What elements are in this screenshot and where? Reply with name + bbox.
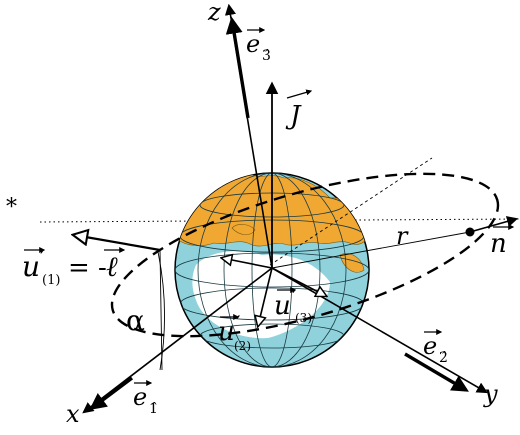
svg-text:2̂: 2̂	[439, 350, 448, 366]
svg-text:′: ′	[236, 311, 241, 335]
u3-vector	[271, 267, 326, 296]
e3-label: e 3̂	[246, 27, 271, 64]
u3-label: u ′ (3)	[274, 285, 312, 325]
z-axis-label: z	[207, 0, 221, 26]
e3-vector	[225, 16, 250, 119]
svg-text:(1): (1)	[42, 273, 60, 288]
alpha-reference-line	[159, 249, 163, 371]
landmass-north	[175, 173, 368, 247]
u1-vector	[74, 235, 161, 252]
u1-label: u ′ (1) = - ℓ	[22, 247, 126, 288]
svg-text:′: ′	[40, 247, 45, 272]
svg-text:1̂: 1̂	[149, 401, 158, 417]
alpha-arc	[157, 251, 165, 371]
svg-text:n: n	[490, 229, 507, 259]
star-label: *	[6, 195, 17, 220]
svg-text:ℓ: ℓ	[106, 250, 118, 283]
u2-label: u ′ (2)	[218, 311, 251, 353]
n-vector	[469, 216, 519, 233]
landmass-patch	[231, 224, 256, 235]
e2-label: e 2̂	[423, 329, 448, 366]
u2-vector	[258, 267, 273, 326]
n-label: n	[490, 224, 515, 259]
e2-vector	[404, 352, 469, 392]
svg-text:J: J	[285, 101, 302, 131]
svg-text:(2): (2)	[234, 339, 251, 353]
e1-label: e 1̂	[133, 380, 158, 417]
r-line	[271, 231, 471, 269]
orbit-dashed	[110, 172, 500, 338]
y-axis-label: y	[483, 380, 498, 408]
x-axis-label: x	[66, 400, 80, 428]
svg-text:u: u	[22, 250, 40, 283]
helper-dashed-line	[269, 157, 433, 266]
svg-text:e: e	[246, 30, 260, 58]
svg-text:(3): (3)	[295, 311, 312, 325]
svg-text:u: u	[274, 291, 291, 321]
y-axis	[271, 267, 488, 394]
x-axis	[82, 267, 273, 414]
svg-text:3̂: 3̂	[262, 48, 271, 64]
svg-text:′: ′	[292, 285, 297, 309]
u-center-vector	[222, 258, 273, 269]
J-label: J	[285, 89, 313, 131]
svg-text:e: e	[423, 332, 437, 360]
e1-vector	[89, 376, 134, 411]
alpha-label: α	[126, 304, 145, 337]
r-label: r	[396, 222, 409, 250]
svg-text:e: e	[133, 383, 147, 411]
svg-text:u: u	[218, 317, 235, 347]
svg-text:= -: = -	[68, 253, 107, 283]
